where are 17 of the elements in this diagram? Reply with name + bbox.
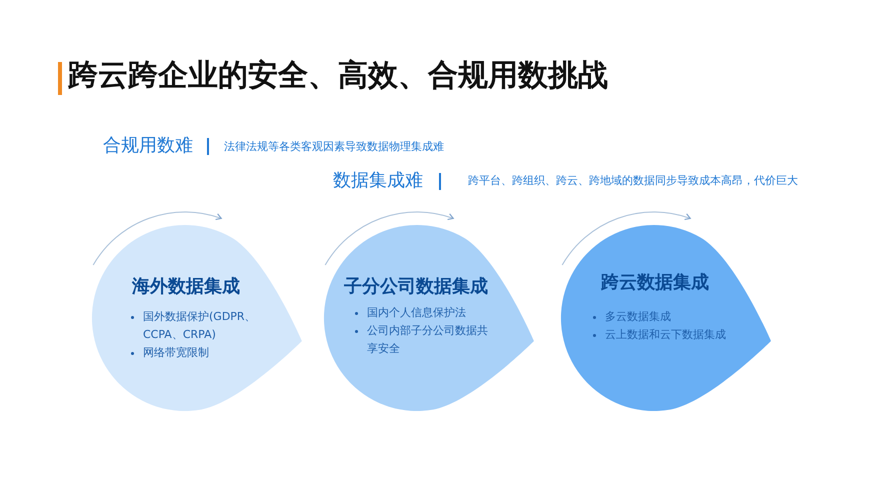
bullet-text: 云上数据和云下数据集成	[605, 327, 727, 343]
bullet-text: 国内个人信息保护法	[367, 305, 467, 321]
bullet-text: 公司内部子分公司数据共享安全	[367, 323, 489, 357]
page-title: 跨云跨企业的安全、高效、合规用数挑战	[68, 57, 608, 95]
section-heading: 数据集成难	[333, 170, 423, 192]
drop-heading: 子分公司数据集成	[344, 275, 488, 299]
drop-heading: 跨云数据集成	[601, 271, 709, 295]
section-heading: 合规用数难	[103, 135, 193, 157]
teardrop-shape	[323, 224, 536, 412]
bullet-text: 国外数据保护(GDPR、CCPA、CRPA)	[143, 309, 257, 343]
teardrop-shape	[91, 224, 304, 412]
bullet-text: 多云数据集成	[605, 309, 672, 325]
bullet-text: 网络带宽限制	[143, 345, 210, 361]
drop-heading: 海外数据集成	[132, 275, 240, 299]
description-text: 跨平台、跨组织、跨云、跨地域的数据同步导致成本高昂，代价巨大	[468, 174, 798, 188]
description-text: 法律法规等各类客观因素导致数据物理集成难	[224, 140, 444, 154]
teardrop-shape	[560, 224, 773, 412]
